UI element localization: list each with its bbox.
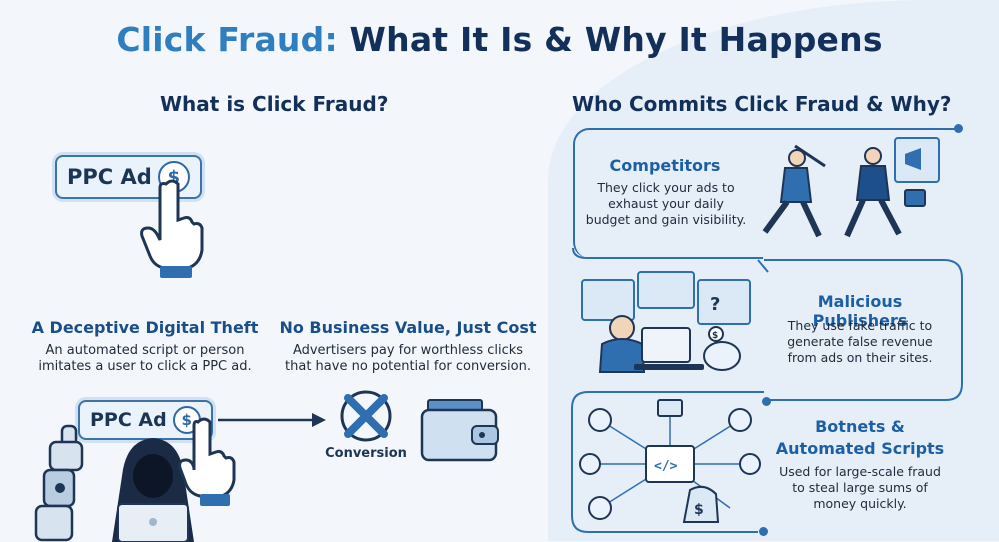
page-title: Click Fraud: What It Is & Why It Happens: [0, 20, 999, 59]
botnets-title: Botnets & Automated Scripts: [770, 416, 950, 460]
left-heading: What is Click Fraud?: [160, 92, 389, 116]
publishers-text-line3: from ads on their sites.: [787, 350, 933, 365]
card-connector-line: [572, 247, 763, 259]
pointing-hand-icon-bottom: [178, 417, 236, 506]
arrow-right-icon: [218, 413, 326, 427]
botnets-text: Used for large-scale fraud to steal larg…: [772, 464, 948, 512]
competitor-businessmen-icon: [762, 137, 940, 238]
botnets-text-line3: money quickly.: [813, 496, 907, 511]
ppc-ad-label-bottom: PPC Ad: [90, 409, 167, 431]
robot-arm-icon: [34, 424, 84, 542]
connector-dot-2: [762, 397, 771, 406]
publishers-text-line2: generate false revenue: [787, 334, 933, 349]
pointing-hand-icon: [140, 179, 204, 278]
empty-wallet-icon: [420, 399, 499, 462]
competitors-text-line3: budget and gain visibility.: [585, 212, 747, 227]
competitors-text-line1: They click your ads to: [597, 180, 735, 195]
no-conversion-x-icon: [340, 390, 392, 442]
botnets-title-line2: Automated Scripts: [775, 439, 945, 458]
botnet-network-icon: </> $: [579, 399, 761, 523]
competitors-text-line2: exhaust your daily: [608, 196, 724, 211]
publishers-title: Malicious Publishers: [812, 292, 908, 330]
svg-text:$: $: [694, 502, 704, 518]
competitors-title: Competitors: [609, 156, 721, 175]
conversion-label: Conversion: [325, 446, 407, 461]
title-main: What It Is & Why It Happens: [349, 20, 883, 59]
botnets-text-line2: to steal large sums of: [792, 480, 928, 495]
ppc-ad-button-bottom[interactable]: PPC Ad $: [78, 400, 213, 440]
right-heading: Who Commits Click Fraud & Why?: [572, 92, 952, 116]
deceptive-text-line1: An automated script or person: [45, 343, 245, 358]
botnets-title-line1: Botnets &: [815, 417, 905, 436]
competitors-card: [573, 128, 959, 258]
right-panel-background: [548, 0, 999, 541]
no-value-text-line2: that have no potential for conversion.: [285, 359, 531, 374]
deceptive-title: A Deceptive Digital Theft: [31, 318, 259, 337]
svg-text:</>: </>: [654, 459, 678, 474]
botnets-card-border: [571, 391, 764, 533]
publisher-at-computer-icon: ? $: [581, 271, 751, 373]
title-accent: Click Fraud:: [116, 20, 338, 59]
ppc-ad-label: PPC Ad: [67, 165, 152, 189]
competitors-text: They click your ads to exhaust your dail…: [582, 180, 750, 228]
connector-dot: [954, 124, 963, 133]
publishers-text-line1: They use fake traffic to: [787, 318, 933, 333]
svg-text:?: ?: [710, 294, 720, 315]
no-value-text-line1: Advertisers pay for worthless clicks: [292, 343, 524, 358]
no-value-text: Advertisers pay for worthless clicks tha…: [278, 343, 538, 375]
deceptive-text: An automated script or person imitates a…: [20, 343, 270, 375]
botnets-text-line1: Used for large-scale fraud: [779, 464, 941, 479]
svg-text:$: $: [712, 331, 718, 341]
connector-dot-3: [759, 527, 768, 536]
hooded-hacker-icon: [112, 438, 194, 542]
publishers-card-border: [757, 259, 963, 401]
deceptive-text-line2: imitates a user to click a PPC ad.: [38, 359, 252, 374]
publishers-text: They use fake traffic to generate false …: [772, 318, 948, 366]
no-value-title: No Business Value, Just Cost: [279, 318, 537, 337]
